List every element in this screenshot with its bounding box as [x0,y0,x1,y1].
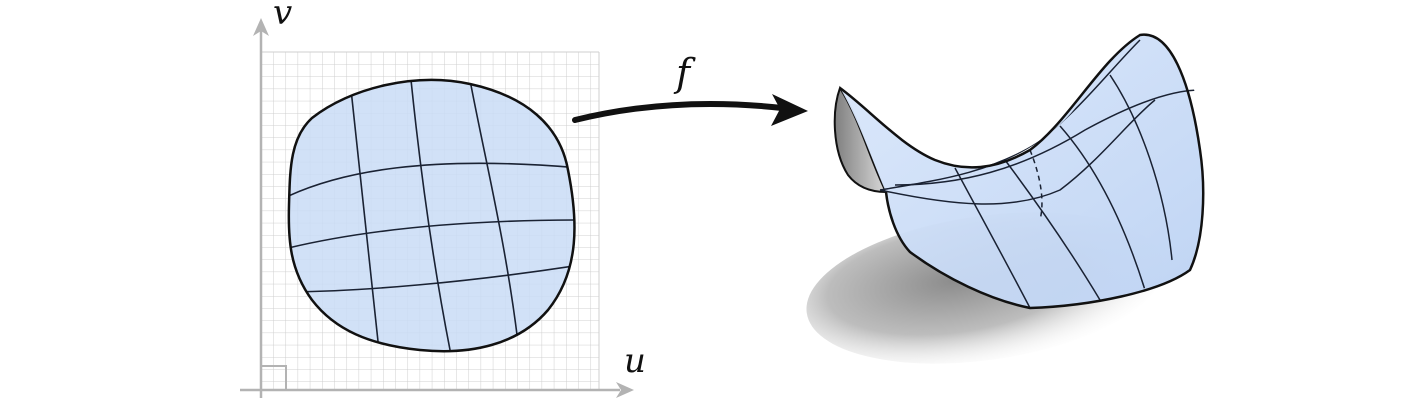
right-angle-marker [261,365,287,390]
parameter-domain: v u [240,0,646,398]
domain-region [288,79,575,352]
surface-boundary [839,33,1205,310]
domain-boundary [287,78,576,353]
surface-underside [833,85,888,194]
v-axis-label: v [273,0,292,33]
arrowhead [771,94,808,126]
u-axis-arrowhead [616,382,634,398]
domain-curve-grid [288,79,575,352]
v-axis-arrowhead [253,18,269,36]
surface-sheet [840,34,1204,308]
mapping-arrow: f [572,51,808,126]
map-label: f [673,51,696,95]
u-axis-label: u [624,341,646,381]
saddle-surface [806,33,1205,364]
